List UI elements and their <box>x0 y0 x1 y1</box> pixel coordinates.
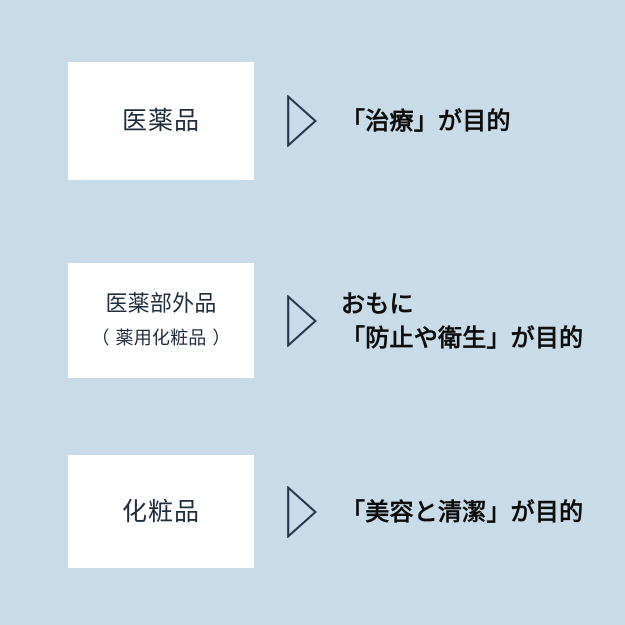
category-label: 化粧品 <box>121 496 200 526</box>
category-row-medicine: 医薬品 「治療」が目的 <box>0 62 625 180</box>
purpose-description-line: おもに <box>341 289 414 318</box>
category-card: 化粧品 <box>68 455 254 568</box>
triangle-right-outline-icon <box>287 294 317 347</box>
category-card: 医薬部外品 （ 薬用化粧品 ） <box>68 263 254 378</box>
triangle-right-outline-icon <box>287 95 317 147</box>
category-label: 医薬品 <box>121 106 200 136</box>
purpose-description-line: 「治療」が目的 <box>341 106 511 135</box>
category-row-cosmetics: 化粧品 「美容と清潔」が目的 <box>0 455 625 568</box>
purpose-description: おもに 「防止や衛生」が目的 <box>341 286 583 354</box>
category-row-quasi-drug: 医薬部外品 （ 薬用化粧品 ） おもに 「防止や衛生」が目的 <box>0 263 625 378</box>
triangle-right-outline-icon <box>287 485 317 538</box>
purpose-description: 「治療」が目的 <box>341 104 511 138</box>
purpose-description-line: 「防止や衛生」が目的 <box>341 323 584 352</box>
category-label: 医薬部外品 <box>105 292 217 318</box>
purpose-description-line: 「美容と清潔」が目的 <box>341 497 584 526</box>
purpose-description: 「美容と清潔」が目的 <box>341 494 583 528</box>
category-card: 医薬品 <box>68 62 254 180</box>
category-sublabel: （ 薬用化粧品 ） <box>91 327 231 349</box>
